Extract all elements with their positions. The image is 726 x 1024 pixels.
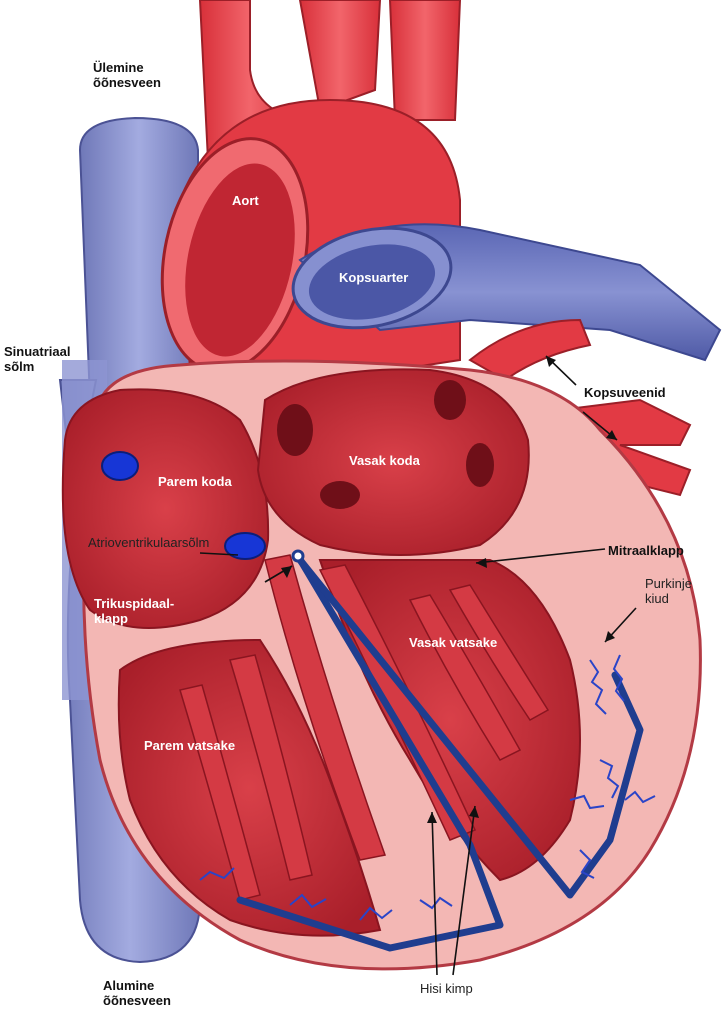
- left-atrium: [256, 368, 530, 556]
- left-atrium-opening: [320, 481, 360, 509]
- left-atrium-opening: [277, 404, 313, 456]
- label-aorta: Aort: [232, 193, 259, 208]
- label-purkinje-fibers: Purkinje kiud: [645, 576, 692, 606]
- label-left-ventricle: Vasak vatsake: [409, 635, 498, 650]
- pointer-lines: [199, 355, 637, 976]
- right-ventricle: [117, 638, 382, 937]
- label-sa-node: Sinuatriaal sõlm: [4, 344, 71, 374]
- label-right-atrium: Parem koda: [158, 474, 232, 489]
- right-atrium: [61, 388, 270, 629]
- label-mitral-valve: Mitraalklapp: [608, 543, 684, 558]
- label-av-node: Atrioventrikulaarsõlm: [88, 535, 210, 550]
- left-atrium-opening: [466, 443, 494, 487]
- sa-node: [101, 451, 139, 481]
- aorta-lumen: [185, 163, 295, 357]
- label-pulmonary-veins: Kopsuveenid: [584, 385, 666, 400]
- label-right-ventricle: Parem vatsake: [144, 738, 236, 753]
- conduction-system: [236, 552, 644, 952]
- label-pulmonary-artery: Kopsuarter: [339, 270, 409, 285]
- label-bundle-of-his: Hisi kimp: [420, 981, 473, 996]
- left-ventricle: [318, 558, 581, 882]
- label-left-atrium: Vasak koda: [349, 453, 420, 468]
- label-superior-vena-cava: Ülemine õõnesveen: [93, 60, 161, 90]
- arrowheads: [281, 356, 617, 823]
- label-tricuspid-valve: Trikuspidaal- klapp: [94, 596, 175, 626]
- pulmonary-artery: [291, 223, 722, 362]
- left-atrium-opening: [434, 380, 466, 420]
- label-inferior-vena-cava: Alumine õõnesveen: [103, 978, 171, 1008]
- purkinje-fibers: [199, 654, 656, 921]
- av-node: [224, 532, 266, 560]
- his-bundle-origin: [291, 549, 305, 563]
